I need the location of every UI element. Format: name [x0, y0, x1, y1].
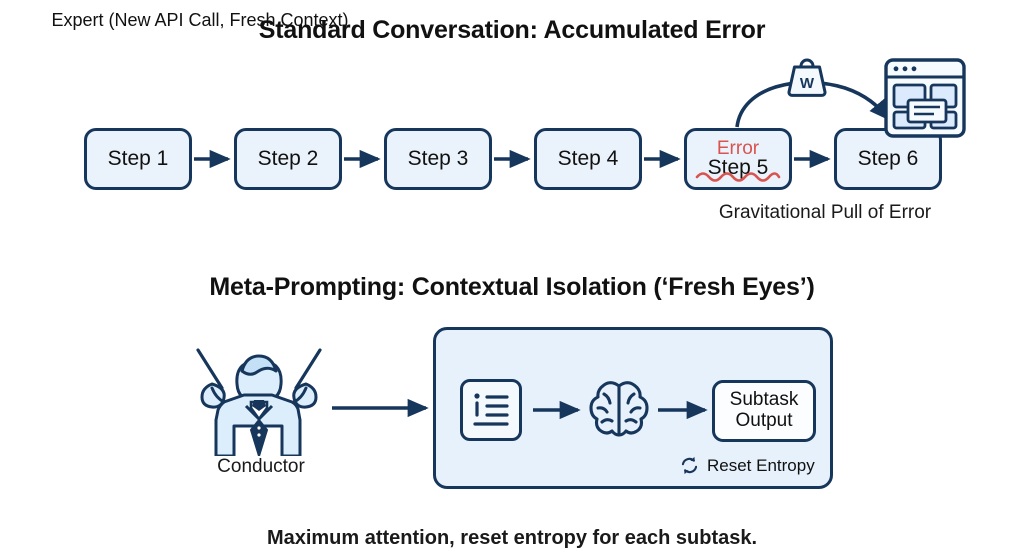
refresh-icon [681, 456, 698, 475]
error-squiggle-icon [695, 172, 781, 182]
weight-icon: W [787, 58, 827, 97]
step-box-label: Step 6 [857, 146, 919, 170]
step-box-6[interactable]: Step 6 [834, 128, 942, 190]
step-box-label: Step 1 [107, 146, 169, 170]
bottom-section-title: Meta-Prompting: Contextual Isolation (‘F… [209, 273, 815, 301]
top-section-title: Standard Conversation: Accumulated Error [258, 16, 766, 44]
info-list-icon [473, 393, 509, 426]
expert-panel-title: Expert (New API Call, Fresh Context) [51, 10, 349, 30]
step-box-4[interactable]: Step 4 [534, 128, 642, 190]
subtask-output-box[interactable]: Subtask Output [712, 380, 816, 442]
reset-entropy-label: Reset Entropy [707, 455, 815, 475]
subtask-output-line1: Subtask [729, 389, 799, 411]
step-box-label: Step 2 [257, 146, 319, 170]
step-box-label: Step 4 [557, 146, 619, 170]
step-box-2[interactable]: Step 2 [234, 128, 342, 190]
subtask-output-line2: Output [735, 410, 793, 431]
gravitational-pull-caption: Gravitational Pull of Error [718, 202, 932, 223]
reset-entropy: Reset Entropy [679, 455, 815, 476]
step-box-3[interactable]: Step 3 [384, 128, 492, 190]
gravitational-pull-arrow [735, 80, 891, 128]
conductor-icon [196, 348, 322, 456]
bottom-caption: Maximum attention, reset entropy for eac… [266, 527, 758, 549]
step-box-label: Step 3 [407, 146, 469, 170]
error-label: Error [716, 137, 760, 159]
step-box-1[interactable]: Step 1 [84, 128, 192, 190]
browser-window-icon [884, 58, 966, 138]
step-box-5-error[interactable]: Error Step 5 [684, 128, 792, 190]
brain-icon [589, 381, 649, 437]
info-list-tile[interactable] [460, 379, 522, 441]
svg-text:W: W [800, 75, 815, 92]
conductor-label: Conductor [217, 456, 305, 477]
